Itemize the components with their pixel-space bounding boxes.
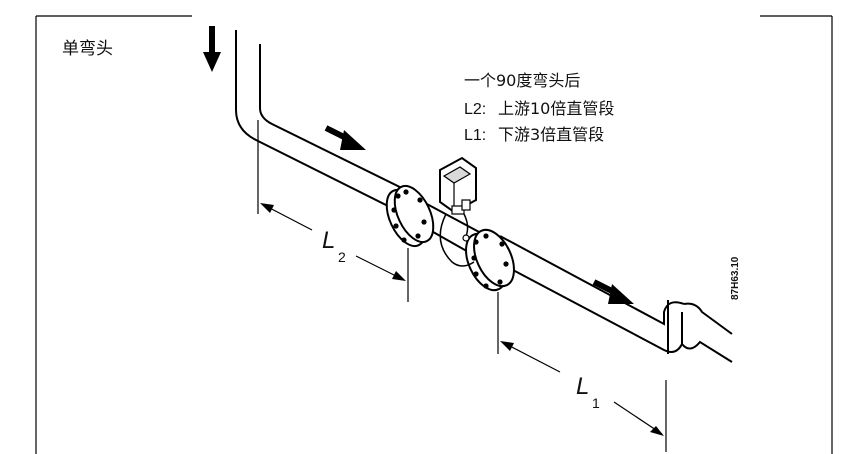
upstream-flange-bolts [391,189,427,243]
dimension-l1 [497,292,667,452]
label-l1-desc: 下游3倍直管段 [498,125,604,144]
label-l1-key: L1: [464,127,486,144]
downstream-pipe [493,235,733,363]
dimension-l1-label: L [576,373,589,400]
downstream-flange-bolts [471,233,509,289]
downstream-flange [465,228,515,292]
upstream-flange [385,184,435,248]
dimension-l1-subscript: 1 [592,395,600,411]
flow-arrow-down-icon [203,26,221,72]
flow-arrow-right-icon [324,125,366,150]
label-l2-desc: 上游10倍直管段 [498,99,614,118]
flow-arrow-right-icon-2 [592,279,634,304]
dimension-l2-arrow-left [260,203,274,213]
label-single-elbow: 单弯头 [62,39,113,59]
frame [35,15,833,454]
dimension-l1-arrow-left [500,341,514,351]
label-l2-key: L2: [464,101,486,118]
dimension-l2 [257,120,409,302]
dimension-l1-arrow-right [650,426,664,436]
label-after-elbow: 一个90度弯头后 [464,71,580,90]
dimension-l2-label: L [322,227,335,254]
flowmeter-icon [439,156,477,267]
dimension-l2-subscript: 2 [338,249,346,265]
figure-code: 87H63.10 [730,256,741,300]
upstream-pipe [235,30,419,217]
dimension-l2-arrow-right [392,271,406,281]
